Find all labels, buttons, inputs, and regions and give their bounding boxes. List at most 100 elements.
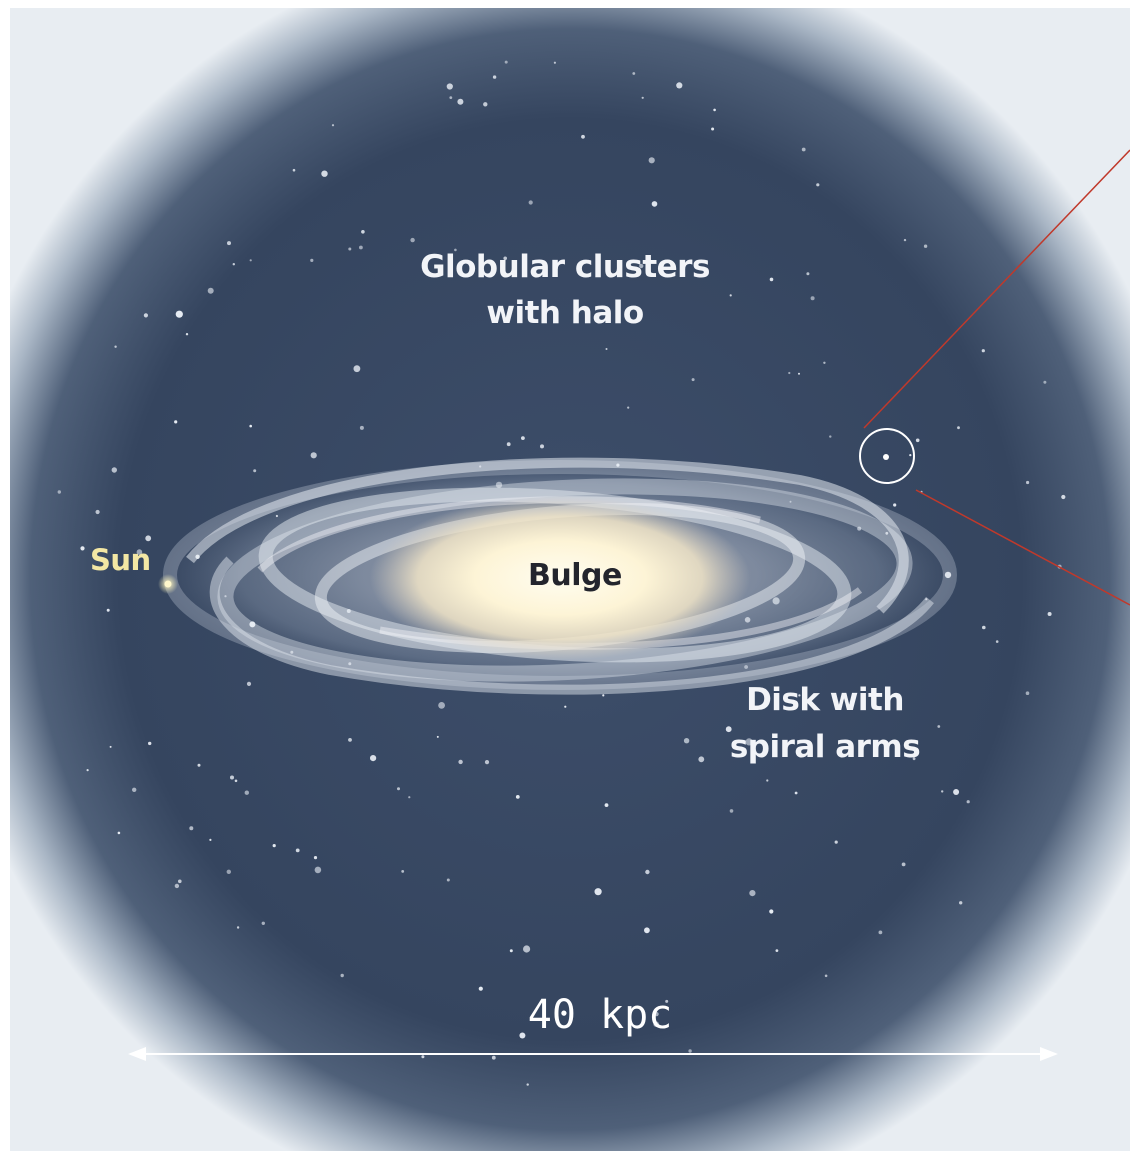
globular-cluster-star bbox=[744, 617, 751, 623]
globular-cluster-star bbox=[236, 926, 240, 929]
globular-cluster-star bbox=[683, 738, 690, 744]
globular-cluster-star bbox=[806, 272, 810, 276]
globular-cluster-star bbox=[195, 554, 200, 559]
globular-cluster-star bbox=[912, 757, 916, 761]
globular-cluster-star bbox=[80, 546, 85, 551]
globular-cluster-star bbox=[483, 102, 488, 107]
globular-cluster-star bbox=[688, 1049, 692, 1053]
globular-cluster-star bbox=[310, 258, 314, 262]
globular-cluster-star bbox=[725, 726, 732, 733]
globular-cluster-star bbox=[272, 844, 276, 848]
globular-cluster-star bbox=[1047, 612, 1052, 616]
globular-cluster-star bbox=[321, 170, 328, 177]
globular-cluster-star bbox=[966, 800, 970, 804]
globular-cluster-star bbox=[458, 759, 463, 765]
globular-cluster-star bbox=[729, 294, 732, 297]
globular-cluster-star bbox=[909, 454, 912, 457]
globular-cluster-star bbox=[446, 83, 453, 90]
globular-cluster-star bbox=[495, 481, 503, 489]
globular-cluster-star bbox=[798, 372, 800, 375]
globular-cluster-star bbox=[479, 465, 482, 468]
star-field bbox=[57, 60, 1066, 1086]
globular-cluster-star bbox=[648, 157, 655, 164]
globular-cluster-star bbox=[226, 869, 231, 874]
globular-cluster-star bbox=[521, 436, 525, 440]
zoom-line-bottom bbox=[915, 489, 1130, 606]
globular-cluster-star bbox=[885, 531, 889, 535]
globular-cluster-star bbox=[959, 901, 963, 905]
globular-cluster-star bbox=[224, 595, 227, 598]
globular-label-line1: Globular clusters bbox=[420, 249, 710, 285]
bulge-label: Bulge bbox=[528, 558, 622, 593]
globular-cluster-star bbox=[941, 790, 944, 793]
globular-cluster-star bbox=[824, 974, 828, 978]
globular-cluster-star bbox=[408, 796, 411, 799]
globular-cluster-star bbox=[209, 838, 212, 842]
globular-cluster-star bbox=[1043, 380, 1047, 384]
globular-label-line2: with halo bbox=[486, 295, 644, 331]
globular-cluster-star bbox=[492, 75, 497, 79]
globular-cluster-star bbox=[641, 96, 644, 99]
globular-cluster-star bbox=[698, 756, 705, 763]
globular-cluster-star bbox=[232, 263, 235, 266]
globular-cluster-star bbox=[903, 238, 907, 242]
globular-cluster-star bbox=[438, 702, 445, 709]
globular-cluster-star bbox=[526, 1083, 529, 1086]
globular-cluster-star bbox=[893, 503, 897, 507]
globular-cluster-star bbox=[676, 82, 683, 89]
globular-clusters-label: Globular clusters with halo bbox=[360, 244, 770, 336]
globular-cluster-star bbox=[348, 247, 352, 251]
globular-cluster-star bbox=[823, 361, 826, 364]
globular-cluster-star bbox=[189, 826, 194, 831]
sun-marker bbox=[158, 574, 178, 594]
double-arrow-icon bbox=[128, 1047, 1058, 1061]
globular-cluster-star bbox=[234, 779, 238, 783]
globular-cluster-star bbox=[249, 424, 252, 428]
globular-cluster-star bbox=[602, 694, 605, 697]
globular-cluster-star bbox=[246, 681, 252, 687]
globular-cluster-star bbox=[749, 890, 756, 897]
globular-cluster-star bbox=[834, 840, 838, 844]
globular-cluster-star bbox=[801, 147, 806, 152]
globular-cluster-star bbox=[253, 469, 257, 473]
highlighted-cluster bbox=[859, 149, 1130, 606]
disk-label: Disk with spiral arms bbox=[700, 677, 950, 771]
globular-cluster-star bbox=[878, 930, 883, 935]
globular-cluster-star bbox=[436, 735, 439, 738]
globular-cluster-star bbox=[145, 535, 152, 542]
globular-cluster-star bbox=[346, 609, 351, 613]
globular-cluster-star bbox=[421, 1055, 425, 1059]
globular-cluster-star bbox=[313, 856, 318, 860]
globular-cluster-star bbox=[915, 438, 920, 443]
globular-cluster-star bbox=[348, 662, 352, 666]
globular-cluster-star bbox=[775, 949, 779, 952]
globular-cluster-star bbox=[185, 333, 189, 336]
globular-cluster-star bbox=[957, 426, 960, 430]
globular-cluster-star bbox=[292, 168, 296, 172]
globular-cluster-star bbox=[197, 763, 201, 767]
globular-cluster-star bbox=[798, 694, 801, 697]
globular-cluster-star bbox=[244, 790, 249, 795]
globular-cluster-star bbox=[484, 760, 490, 765]
globular-cluster-star bbox=[174, 420, 178, 424]
globular-cluster-star bbox=[653, 1021, 659, 1027]
globular-cluster-star bbox=[310, 452, 317, 459]
globular-cluster-star bbox=[816, 183, 820, 187]
globular-cluster-star bbox=[178, 879, 182, 884]
globular-cluster-star bbox=[925, 598, 928, 601]
disk-label-line1: Disk with bbox=[746, 682, 904, 718]
globular-cluster-star bbox=[261, 921, 265, 925]
sun-label: Sun bbox=[90, 543, 151, 577]
globular-cluster-star bbox=[627, 406, 630, 409]
globular-cluster-star bbox=[359, 425, 364, 430]
globular-cluster-star bbox=[449, 96, 453, 99]
globular-cluster-star bbox=[982, 625, 986, 630]
globular-cluster-star bbox=[295, 848, 300, 853]
globular-cluster-star bbox=[117, 831, 121, 835]
zoom-line-top bbox=[863, 149, 1130, 429]
globular-cluster-star bbox=[901, 862, 906, 867]
globular-cluster-star bbox=[1026, 480, 1030, 485]
globular-cluster-star bbox=[446, 878, 450, 882]
globular-cluster-star bbox=[515, 795, 520, 799]
